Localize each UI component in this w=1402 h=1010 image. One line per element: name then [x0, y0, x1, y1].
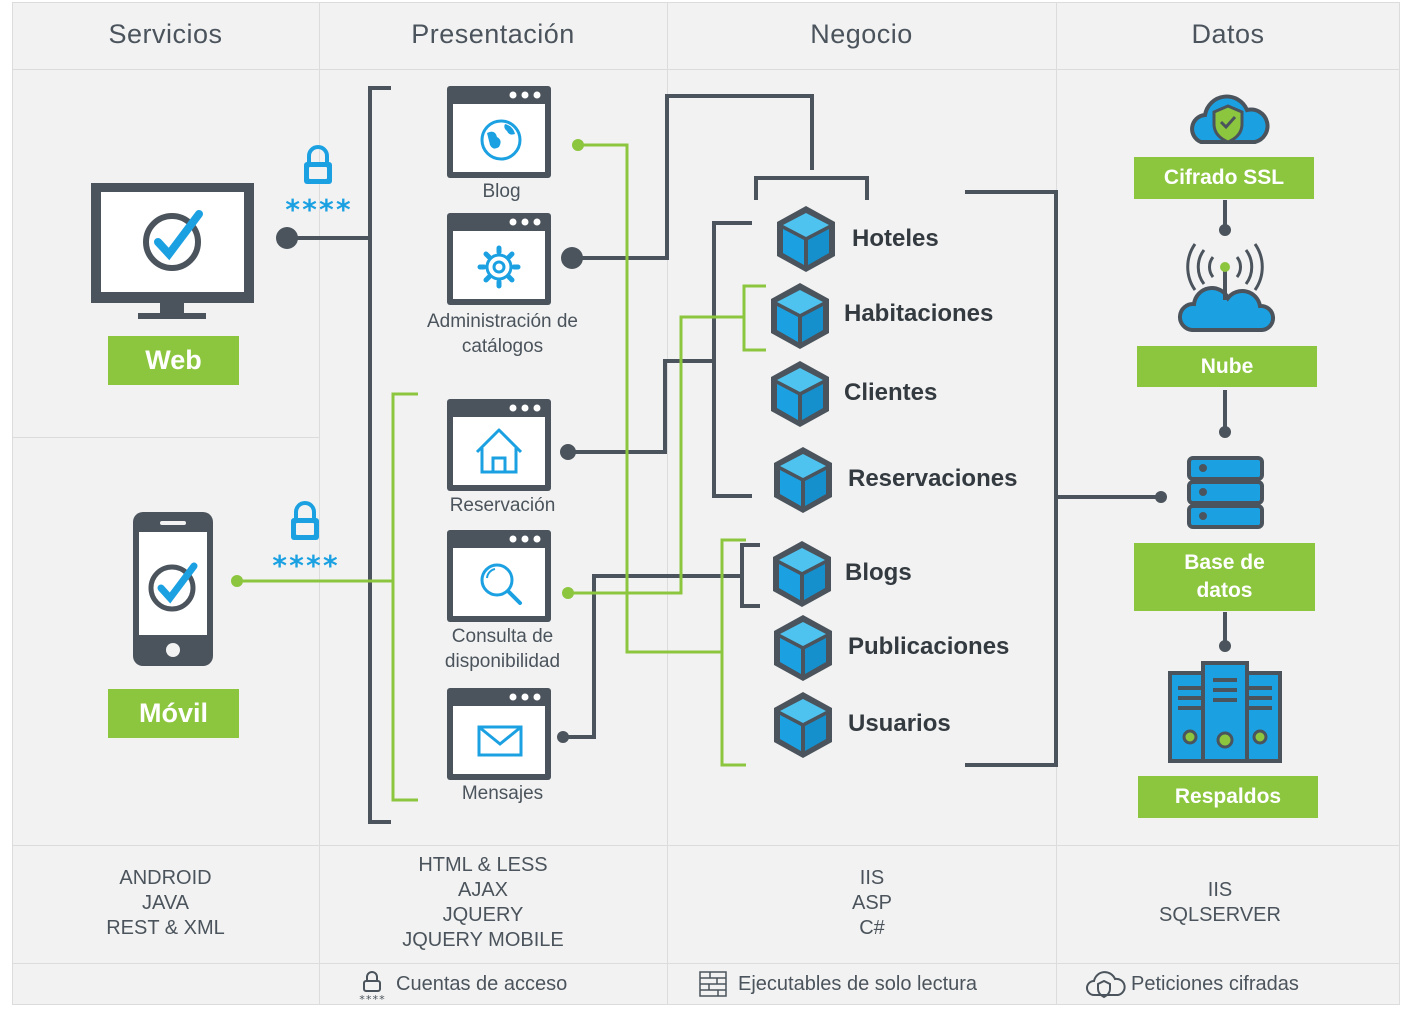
mail-window-icon [447, 688, 551, 780]
entity-blogs: Blogs [845, 559, 912, 586]
legend-readonly: Ejecutables de solo lectura [738, 972, 978, 995]
tech-item: ANDROID [119, 866, 212, 889]
lock-icon [289, 501, 321, 542]
monitor-icon [91, 183, 254, 319]
lock-icon [302, 145, 334, 186]
tech-item: AJAX [457, 879, 509, 901]
column-header-negocio: Negocio [810, 18, 913, 49]
mensajes-label: Mensajes [461, 783, 544, 804]
tech-negocio: IIS ASP C# [667, 845, 1077, 961]
cloud-shield-icon [1190, 94, 1270, 144]
tech-item: IIS [1207, 879, 1233, 901]
blog-window-icon [447, 86, 551, 178]
brick-wall-icon [699, 971, 727, 997]
cube-icon [774, 447, 832, 513]
presentation-bracket [368, 86, 391, 824]
legend-divider [12, 963, 1400, 964]
respaldos-label: Respaldos [1138, 776, 1318, 818]
column-divider [667, 2, 668, 1005]
entity-habitaciones: Habitaciones [844, 300, 994, 327]
blog-label: Blog [482, 181, 521, 202]
tech-item: JQUERY [442, 904, 524, 926]
search-window-icon [447, 530, 551, 622]
column-header-presentacion: Presentación [411, 18, 575, 49]
tech-divider [12, 845, 1400, 846]
home-window-icon [447, 399, 551, 491]
legend-encrypted: Peticiones cifradas [1131, 972, 1299, 995]
legend-accounts: Cuentas de acceso [396, 972, 568, 995]
cube-icon [774, 615, 832, 681]
tech-item: SQLSERVER [1159, 904, 1281, 926]
cube-icon [773, 541, 831, 607]
tech-item: JAVA [141, 891, 190, 914]
db-label: Base de datos [1134, 543, 1315, 611]
cube-icon [771, 361, 829, 427]
tech-item: JQUERY MOBILE [402, 929, 564, 951]
consulta-label: Consulta de disponibilidad [444, 626, 561, 672]
tech-item: IIS [859, 866, 885, 889]
password-mask: **** [359, 993, 386, 1006]
cube-icon [771, 283, 829, 349]
cube-icon [774, 692, 832, 758]
column-divider [319, 2, 320, 1005]
entity-clientes: Clientes [844, 379, 938, 406]
web-label: Web [108, 336, 239, 385]
admin-label: Administración de catálogos [426, 311, 579, 357]
password-mask: **** [284, 193, 351, 226]
column-header-datos: Datos [1191, 18, 1265, 49]
phone-icon [133, 512, 213, 666]
column-header-servicios: Servicios [108, 18, 223, 49]
header-divider [12, 69, 1400, 70]
client-divider [12, 437, 319, 438]
cube-icon [777, 206, 835, 272]
tech-servicios: ANDROID JAVA REST & XML [12, 845, 319, 961]
lock-legend-icon: **** [359, 971, 386, 1006]
database-server-icon [1187, 456, 1264, 529]
reservacion-label: Reservación [449, 495, 556, 516]
tech-item: REST & XML [106, 916, 225, 939]
entity-usuarios: Usuarios [848, 710, 951, 737]
entity-publicaciones: Publicaciones [848, 633, 1010, 660]
tech-datos: IIS SQLSERVER [1056, 845, 1384, 961]
entity-hoteles: Hoteles [852, 225, 939, 252]
tech-presentacion: HTML & LESS AJAX JQUERY JQUERY MOBILE [319, 845, 647, 961]
movil-label: Móvil [108, 689, 239, 738]
tech-item: ASP [851, 891, 893, 914]
cloud-antenna-icon [1178, 243, 1275, 332]
gear-window-icon [447, 213, 551, 305]
tech-item: C# [859, 916, 885, 939]
entity-reservaciones: Reservaciones [848, 465, 1018, 492]
ssl-label: Cifrado SSL [1134, 157, 1314, 199]
business-bracket [965, 190, 1058, 767]
tech-item: HTML & LESS [418, 854, 548, 876]
nube-label: Nube [1137, 346, 1317, 387]
cloud-shield-legend-icon [1086, 971, 1126, 999]
backup-servers-icon [1168, 661, 1282, 763]
password-mask: **** [271, 549, 338, 582]
